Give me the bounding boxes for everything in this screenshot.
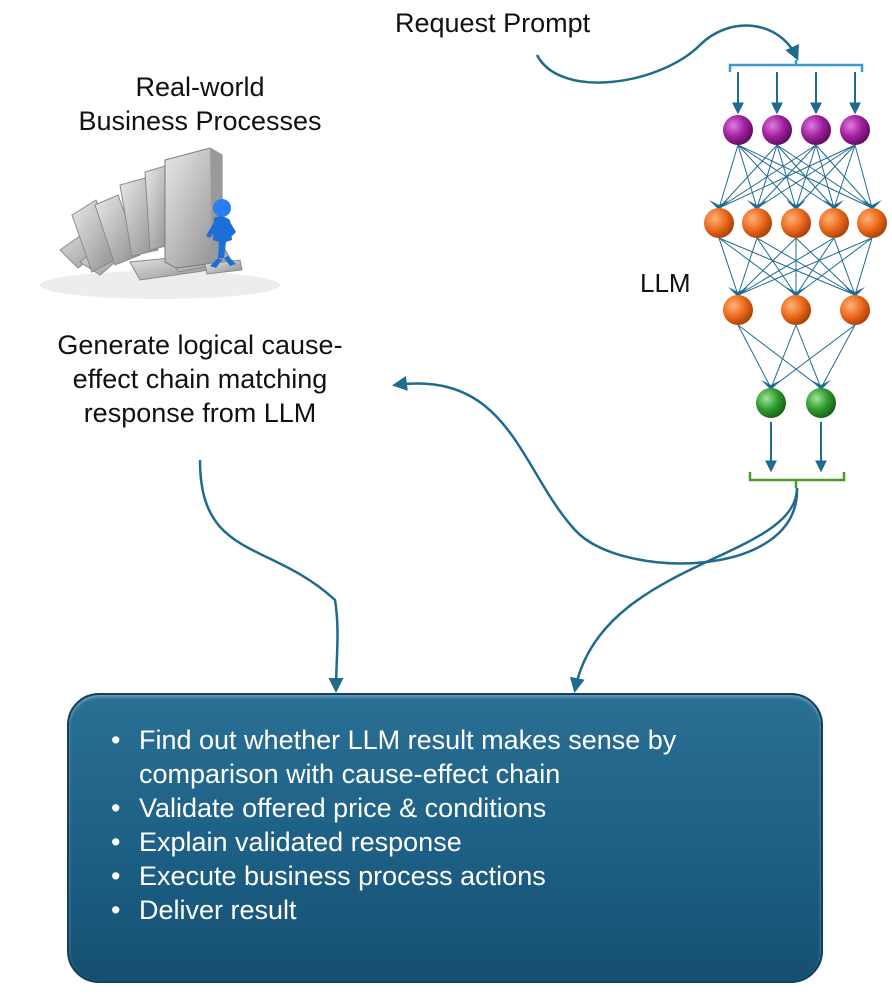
result-item-1: Find out whether LLM result makes sense … [99, 723, 791, 791]
network-node [781, 208, 811, 238]
result-item-2: Validate offered price & conditions [99, 791, 791, 825]
network-node [801, 115, 831, 145]
connection-line [718, 237, 739, 296]
network-node [704, 208, 734, 238]
chain-to-result-arrow [198, 459, 344, 693]
connection-arrowhead [862, 200, 882, 210]
connection-line [795, 237, 873, 296]
connection-line [718, 144, 778, 209]
connection-line [737, 237, 797, 296]
connection-line [718, 144, 739, 209]
connection-line [854, 144, 873, 209]
request-prompt-label: Request Prompt [395, 8, 591, 38]
connection-line [795, 144, 856, 209]
connection-line [833, 144, 856, 209]
generate-line-1: Generate logical cause- [57, 330, 343, 360]
connection-line [854, 237, 873, 296]
title-line-2: Business Processes [78, 106, 322, 136]
result-item-4: Execute business process actions [99, 859, 791, 893]
connection-line [795, 324, 822, 389]
network-node [756, 388, 786, 418]
input-bracket [728, 60, 864, 72]
connection-arrowhead [845, 287, 865, 297]
result-item-5: Deliver result [99, 893, 791, 927]
connection-line [718, 237, 797, 296]
connection-line [770, 324, 797, 389]
prompt-arrow [535, 24, 799, 84]
result-item-3: Explain validated response [99, 825, 791, 859]
connection-line [718, 144, 856, 209]
network-node [819, 208, 849, 238]
network-node [742, 208, 772, 238]
input-arrows [732, 72, 861, 115]
connection-arrowhead [824, 200, 844, 210]
network-nodes [704, 115, 887, 418]
feedback-arrow [392, 376, 799, 565]
llm-label: LLM [640, 268, 691, 298]
connection-line [737, 237, 873, 296]
network-node [781, 295, 811, 325]
generate-line-3: response from LLM [83, 398, 317, 428]
connection-arrowhead [786, 287, 806, 297]
dominoes-figure-icon [40, 147, 280, 299]
output-bracket [748, 472, 846, 488]
connection-arrowhead [786, 200, 806, 210]
connection-line [737, 324, 822, 389]
connection-line [718, 237, 856, 296]
connection-arrowhead [747, 200, 767, 210]
connection-line [795, 237, 856, 296]
validation-result-box: Find out whether LLM result makes sense … [67, 693, 823, 983]
generate-chain-text: Generate logical cause- effect chain mat… [0, 328, 400, 430]
connection-line [737, 237, 835, 296]
connection-arrowhead [761, 380, 781, 390]
network-node [762, 115, 792, 145]
network-node [840, 295, 870, 325]
connection-line [820, 324, 856, 389]
connection-arrowhead [811, 380, 831, 390]
connection-line [737, 237, 758, 296]
network-node [857, 208, 887, 238]
network-node [806, 388, 836, 418]
generate-line-2: effect chain matching [72, 364, 328, 394]
result-list: Find out whether LLM result makes sense … [99, 723, 791, 927]
connection-line [718, 144, 817, 209]
connection-line [833, 237, 856, 296]
connection-line [756, 237, 797, 296]
connection-line [737, 324, 772, 389]
title-line-1: Real-world [135, 72, 265, 102]
output-arrows [765, 422, 827, 473]
network-node [840, 115, 870, 145]
connection-arrowhead [728, 287, 748, 297]
network-node [723, 295, 753, 325]
connection-line [795, 237, 835, 296]
connection-line [756, 144, 856, 209]
connection-line [770, 324, 856, 389]
network-node [723, 115, 753, 145]
llm-to-result-arrow [569, 487, 799, 693]
network-connections [709, 144, 882, 390]
connection-arrowhead [709, 200, 729, 210]
business-processes-title: Real-world Business Processes [40, 70, 360, 138]
